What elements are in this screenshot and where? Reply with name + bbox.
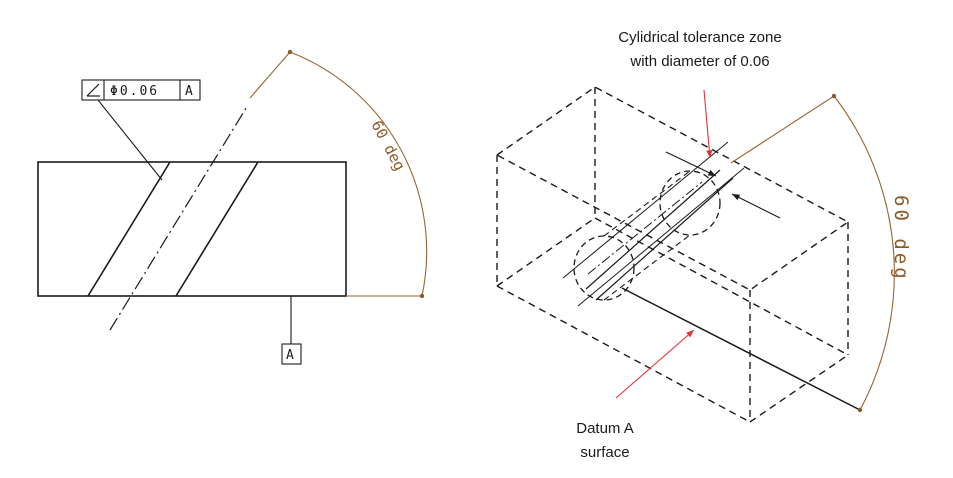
right-view: 60 deg Cylidrical tolerance zone with di… bbox=[496, 29, 912, 461]
angle-dimension-right: 60 deg bbox=[730, 93, 912, 413]
angle-label-left: 60 deg bbox=[367, 117, 408, 173]
datum-label-line1: Datum A bbox=[576, 420, 634, 437]
left-view: Φ0.06 A A 60 deg bbox=[37, 49, 428, 365]
cylindrical-tolerance-zone bbox=[562, 141, 745, 307]
zone-diameter-arrow-top bbox=[665, 151, 717, 177]
fcf-tolerance: Φ0.06 bbox=[110, 84, 159, 99]
part-outline bbox=[37, 161, 347, 297]
angularity-symbol-icon bbox=[86, 83, 100, 97]
datum-box bbox=[281, 343, 302, 365]
hole-centerline bbox=[109, 104, 249, 331]
hole-edge-right bbox=[175, 161, 259, 297]
datum-label: A bbox=[286, 348, 294, 363]
datum-pointer-arrow bbox=[615, 329, 695, 399]
zone-diameter-arrow-bottom bbox=[731, 193, 781, 219]
zone-label-line1: Cylidrical tolerance zone bbox=[618, 29, 781, 46]
angle-label-right: 60 deg bbox=[890, 195, 912, 282]
part-isometric-outline bbox=[496, 86, 850, 423]
feature-control-frame: Φ0.06 A bbox=[81, 79, 201, 101]
zone-pointer-arrow bbox=[703, 89, 713, 159]
fcf-leader bbox=[92, 99, 163, 181]
hole-edge-left bbox=[87, 161, 171, 297]
angle-dimension-left: 60 deg bbox=[249, 49, 428, 299]
zone-label-line2: with diameter of 0.06 bbox=[629, 53, 769, 70]
fcf-datum: A bbox=[185, 84, 193, 99]
datum-surface-line bbox=[621, 287, 861, 411]
datum-label-line2: surface bbox=[580, 444, 629, 461]
